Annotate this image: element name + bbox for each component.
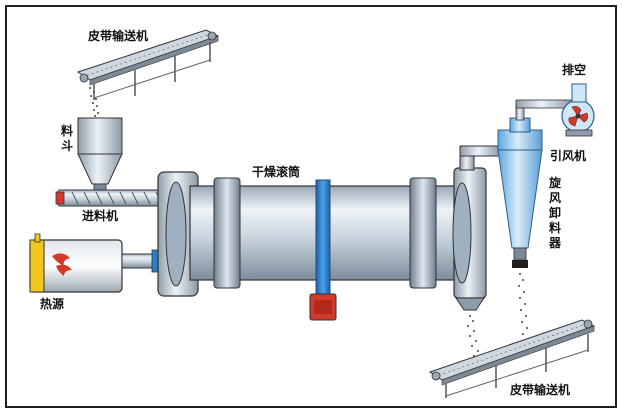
label-hopper: 料斗 — [60, 124, 74, 154]
label-heat-source: 热源 — [40, 298, 64, 310]
dryer-drum — [158, 146, 500, 320]
cyclone-separator — [498, 118, 542, 268]
falling-material-discharge — [467, 315, 479, 357]
label-cyclone-separator: 旋风卸料器 — [548, 176, 562, 251]
label-dryer-drum: 干燥滚筒 — [252, 166, 300, 178]
hopper — [78, 118, 122, 190]
falling-material-top — [89, 87, 99, 117]
label-exhaust: 排空 — [562, 64, 586, 76]
label-top-belt-conveyor: 皮带输送机 — [88, 30, 148, 42]
label-screw-feeder: 进料机 — [82, 210, 118, 222]
label-bottom-belt-conveyor: 皮带输送机 — [510, 384, 570, 396]
screw-feeder — [56, 190, 166, 206]
falling-material-cyclone — [518, 273, 528, 335]
label-induced-draft-fan: 引风机 — [550, 150, 586, 162]
heat-source — [30, 234, 162, 292]
